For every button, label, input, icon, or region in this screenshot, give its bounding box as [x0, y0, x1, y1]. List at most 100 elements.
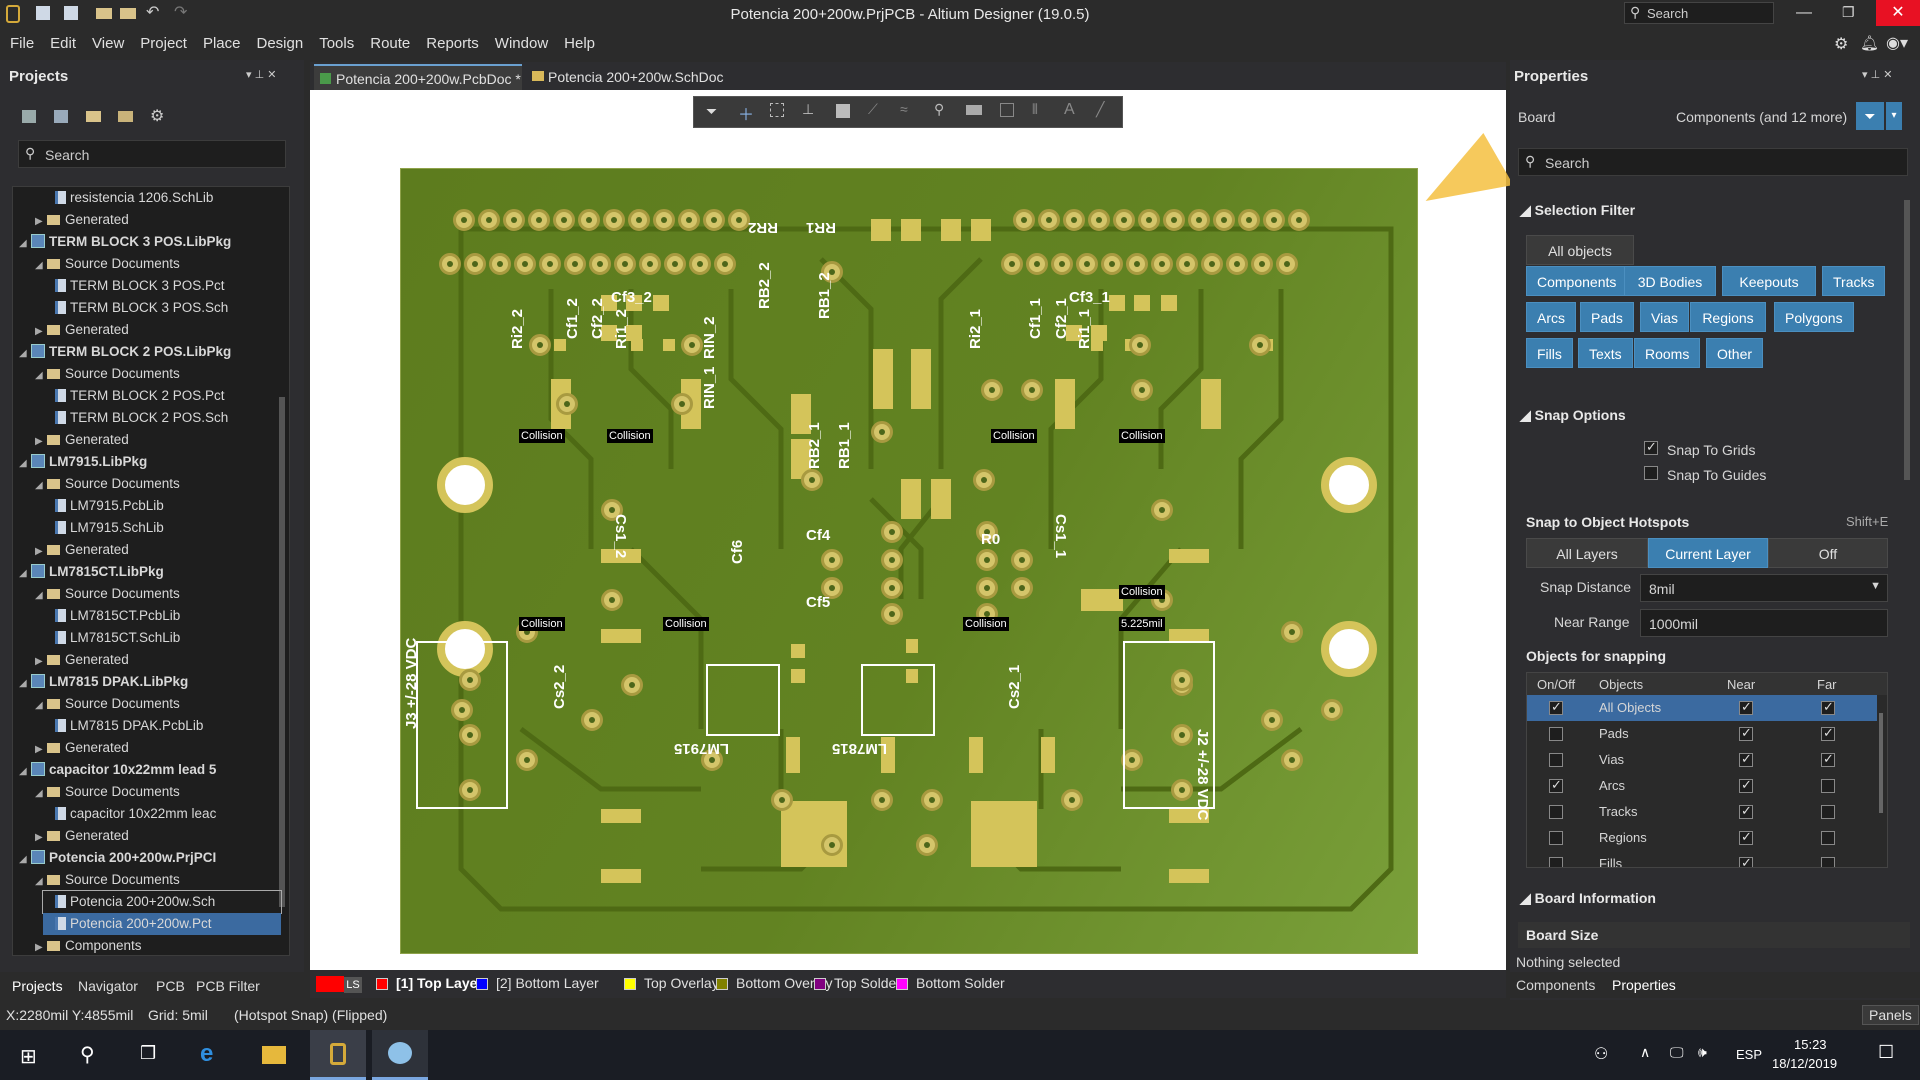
route-icon[interactable]: ＋	[738, 107, 755, 124]
menu-help[interactable]: Help	[564, 35, 596, 52]
place-via-icon[interactable]: ⚲	[934, 101, 945, 117]
tree-item[interactable]: ◢Source Documents	[35, 473, 180, 495]
projects-search-input[interactable]: ⚲ Search	[18, 140, 286, 168]
tree-item[interactable]: ▶Generated	[35, 539, 129, 561]
clock-date[interactable]: 18/12/2019	[1772, 1056, 1838, 1071]
tree-item[interactable]: ◢Source Documents	[35, 781, 180, 803]
panel-menu-icon[interactable]: ▾ ⊥ ✕	[246, 69, 277, 81]
tree-item[interactable]: ◢Source Documents	[35, 693, 180, 715]
menu-view[interactable]: View	[92, 35, 125, 52]
snapping-row[interactable]: Arcs	[1527, 773, 1877, 799]
save-project-icon[interactable]	[22, 110, 36, 123]
near-checkbox[interactable]	[1739, 803, 1753, 819]
all-objects-button[interactable]: All objects	[1526, 235, 1634, 265]
expand-icon[interactable]: ▶	[35, 744, 43, 755]
filter-chip-3d-bodies[interactable]: 3D Bodies	[1624, 266, 1716, 296]
menu-place[interactable]: Place	[202, 35, 241, 52]
task-view-icon[interactable]: ❒	[140, 1043, 157, 1063]
filter-dropdown-icon[interactable]: ▾	[1886, 102, 1902, 130]
tree-item[interactable]: ◢LM7815CT.LibPkg	[19, 561, 164, 583]
near-checkbox[interactable]	[1739, 699, 1753, 715]
gear-icon[interactable]: ⚙	[150, 108, 165, 125]
collapse-icon[interactable]: ◢	[35, 788, 43, 799]
filter-chip-rooms[interactable]: Rooms	[1634, 338, 1701, 368]
tree-item[interactable]: LM7815CT.PcbLib	[43, 605, 180, 627]
tree-item[interactable]: ◢TERM BLOCK 3 POS.LibPkg	[19, 231, 231, 253]
expand-icon[interactable]: ▶	[35, 216, 43, 227]
edge-icon[interactable]: e	[200, 1040, 214, 1067]
select-icon[interactable]	[770, 103, 784, 117]
menu-window[interactable]: Window	[494, 35, 549, 52]
layer-set-swatch[interactable]	[316, 976, 344, 992]
menu-design[interactable]: Design	[256, 35, 304, 52]
menu-tools[interactable]: Tools	[319, 35, 355, 52]
open-project-icon[interactable]	[120, 8, 136, 19]
language-indicator[interactable]: ESP	[1736, 1047, 1763, 1062]
snapping-row[interactable]: Fills	[1527, 851, 1877, 867]
tree-item[interactable]: ▶Generated	[35, 319, 129, 341]
panels-button[interactable]: Panels	[1862, 1005, 1919, 1025]
global-search[interactable]: ⚲ Search	[1624, 2, 1774, 24]
interactive-route-icon[interactable]: ⟋	[868, 101, 878, 117]
save-all-icon[interactable]	[64, 6, 78, 20]
filter-chip-tracks[interactable]: Tracks	[1822, 266, 1886, 296]
browse-icon[interactable]	[118, 111, 133, 122]
place-fill-icon[interactable]	[836, 104, 850, 118]
windows-start-icon[interactable]: ⊞	[20, 1046, 37, 1068]
menu-project[interactable]: Project	[140, 35, 187, 52]
layer-set-label[interactable]: LS	[344, 977, 362, 993]
menu-edit[interactable]: Edit	[50, 35, 77, 52]
tree-item[interactable]: Potencia 200+200w.Pct	[43, 913, 281, 935]
keepout-icon[interactable]	[1000, 103, 1014, 117]
tree-item[interactable]: ▶Components	[35, 935, 142, 955]
collapse-icon[interactable]: ◢	[19, 458, 27, 469]
align-icon[interactable]: ⊥	[802, 101, 815, 117]
snapping-scrollbar[interactable]	[1879, 713, 1883, 813]
tree-item[interactable]: ◢Source Documents	[35, 583, 180, 605]
expand-icon[interactable]: ▶	[35, 436, 43, 447]
dimension-icon[interactable]: ⫴	[1032, 101, 1038, 117]
polygon-icon[interactable]	[966, 105, 982, 115]
tree-item[interactable]: ◢TERM BLOCK 2 POS.LibPkg	[19, 341, 231, 363]
tree-item[interactable]: resistencia 1206.SchLib	[43, 187, 213, 209]
tree-item[interactable]: TERM BLOCK 3 POS.Sch	[43, 297, 228, 319]
near-checkbox[interactable]	[1739, 751, 1753, 767]
near-checkbox[interactable]	[1739, 855, 1753, 867]
panel-menu-icon[interactable]: ▾ ⊥ ✕	[1862, 69, 1893, 81]
tab-pcbdoc[interactable]: Potencia 200+200w.PcbDoc *	[314, 64, 522, 90]
settings-icon[interactable]: ⚙	[1834, 36, 1849, 53]
tree-item[interactable]: LM7815 DPAK.PcbLib	[43, 715, 203, 737]
far-checkbox[interactable]	[1821, 805, 1835, 819]
tree-item[interactable]: ◢Potencia 200+200w.PrjPCI	[19, 847, 216, 869]
on-off-checkbox[interactable]	[1549, 753, 1563, 767]
collapse-icon[interactable]: ◢	[19, 348, 27, 359]
far-checkbox[interactable]	[1821, 699, 1835, 715]
near-checkbox[interactable]	[1739, 777, 1753, 793]
snapping-row[interactable]: Pads	[1527, 721, 1877, 747]
snap-distance-select[interactable]: 8mil ▼	[1640, 574, 1888, 602]
open-folder-icon[interactable]	[96, 8, 112, 19]
near-checkbox[interactable]	[1739, 829, 1753, 845]
paint-taskbar-icon[interactable]	[372, 1030, 428, 1080]
filter-chip-other[interactable]: Other	[1706, 338, 1764, 368]
tab-pcb-filter[interactable]: PCB Filter	[196, 978, 260, 994]
volume-icon[interactable]: 🕪︎	[1698, 1044, 1707, 1060]
tab-properties[interactable]: Properties	[1612, 977, 1676, 993]
on-off-checkbox[interactable]	[1549, 727, 1563, 741]
filter-chip-texts[interactable]: Texts	[1578, 338, 1633, 368]
snapping-row[interactable]: Vias	[1527, 747, 1877, 773]
expand-icon[interactable]: ▶	[35, 326, 43, 337]
far-checkbox[interactable]	[1821, 751, 1835, 767]
snap-mode-all-layers[interactable]: All Layers	[1526, 538, 1648, 568]
tree-scrollbar[interactable]	[279, 397, 285, 907]
snap-guides-checkbox[interactable]	[1644, 466, 1658, 480]
open-folder-icon[interactable]	[86, 111, 101, 122]
collapse-icon[interactable]: ◢	[35, 876, 43, 887]
tree-item[interactable]: ▶Generated	[35, 429, 129, 451]
filter-chip-components[interactable]: Components	[1526, 266, 1628, 296]
snap-options-title[interactable]: ◢ Snap Options	[1520, 407, 1626, 423]
collapse-icon[interactable]: ◢	[35, 590, 43, 601]
board-information-title[interactable]: ◢ Board Information	[1520, 890, 1656, 906]
tree-item[interactable]: ◢Source Documents	[35, 363, 180, 385]
on-off-checkbox[interactable]	[1549, 777, 1563, 793]
